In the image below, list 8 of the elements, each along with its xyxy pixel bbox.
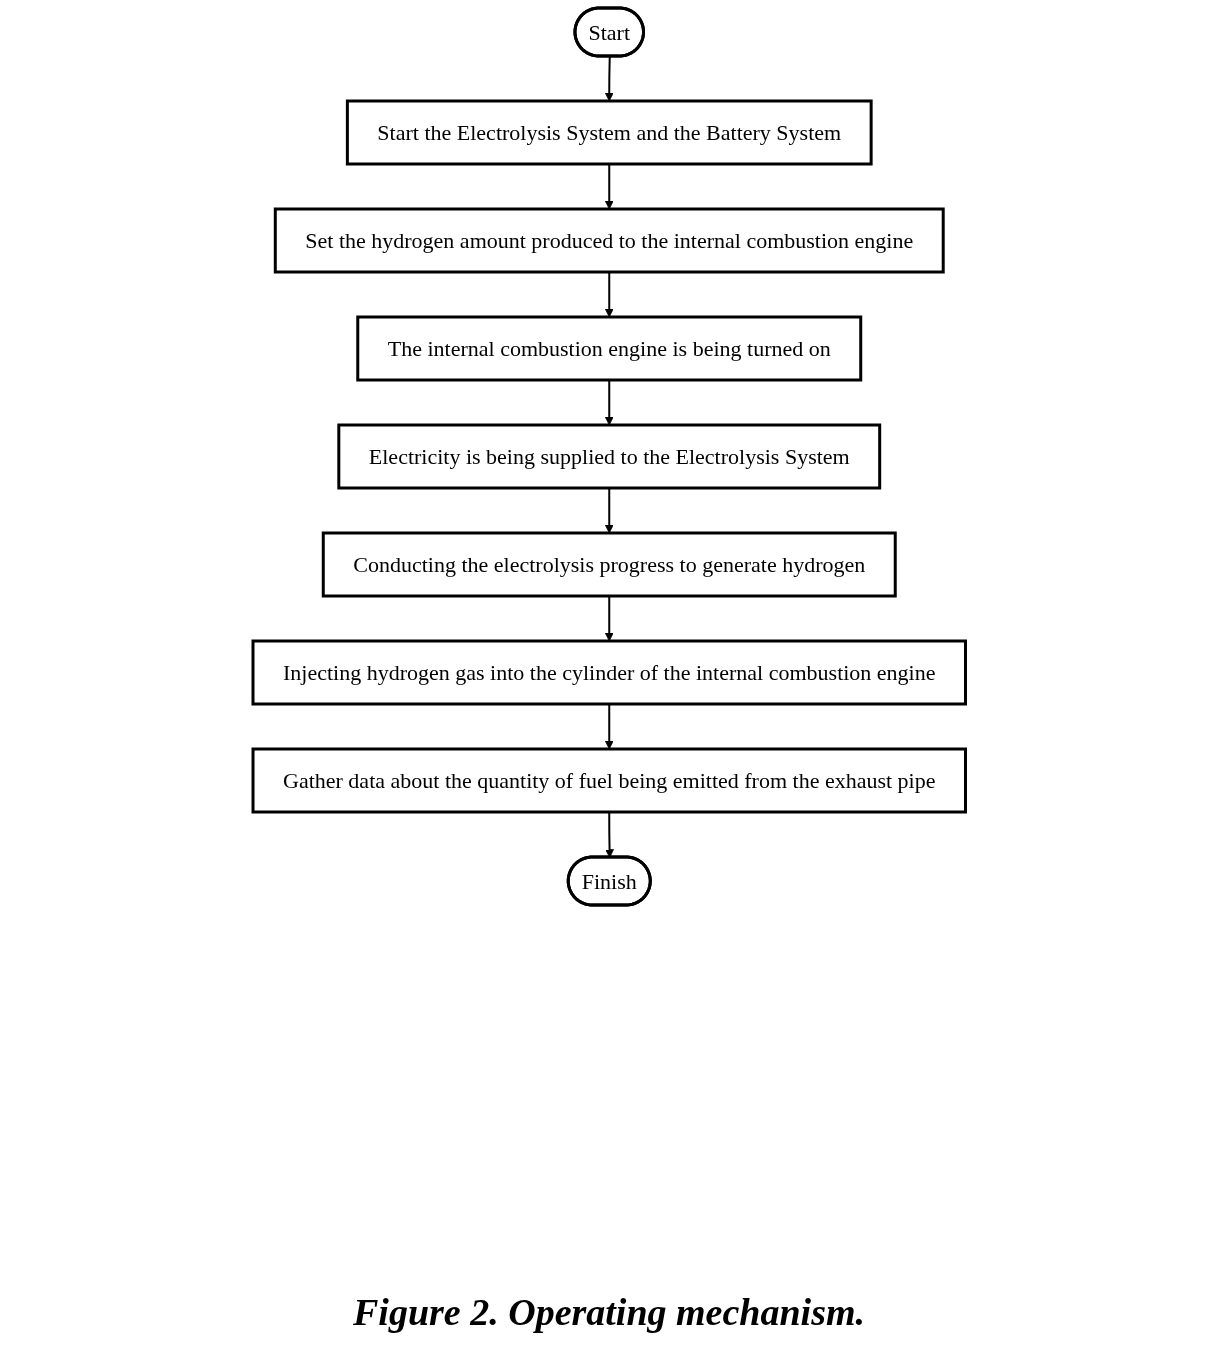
node-box: Gather data about the quantity of fuel being emitted from the exhaust pipe — [251, 747, 967, 814]
node-box: Start the Electrolysis System and the Battery System — [345, 99, 873, 166]
node-box: Conducting the electrolysis progress to generate hydrogen — [321, 531, 897, 598]
node-box: The internal combustion engine is being turned on — [356, 315, 862, 382]
node-box: Injecting hydrogen gas into the cylinder of the internal combustion engine — [251, 639, 967, 706]
node-box: Set the hydrogen amount produced to the internal combustion engine — [273, 207, 945, 274]
node-box: Electricity is being supplied to the Electrolysis System — [337, 423, 881, 490]
figure-caption: Figure 2. Operating mechanism. — [353, 1291, 865, 1333]
